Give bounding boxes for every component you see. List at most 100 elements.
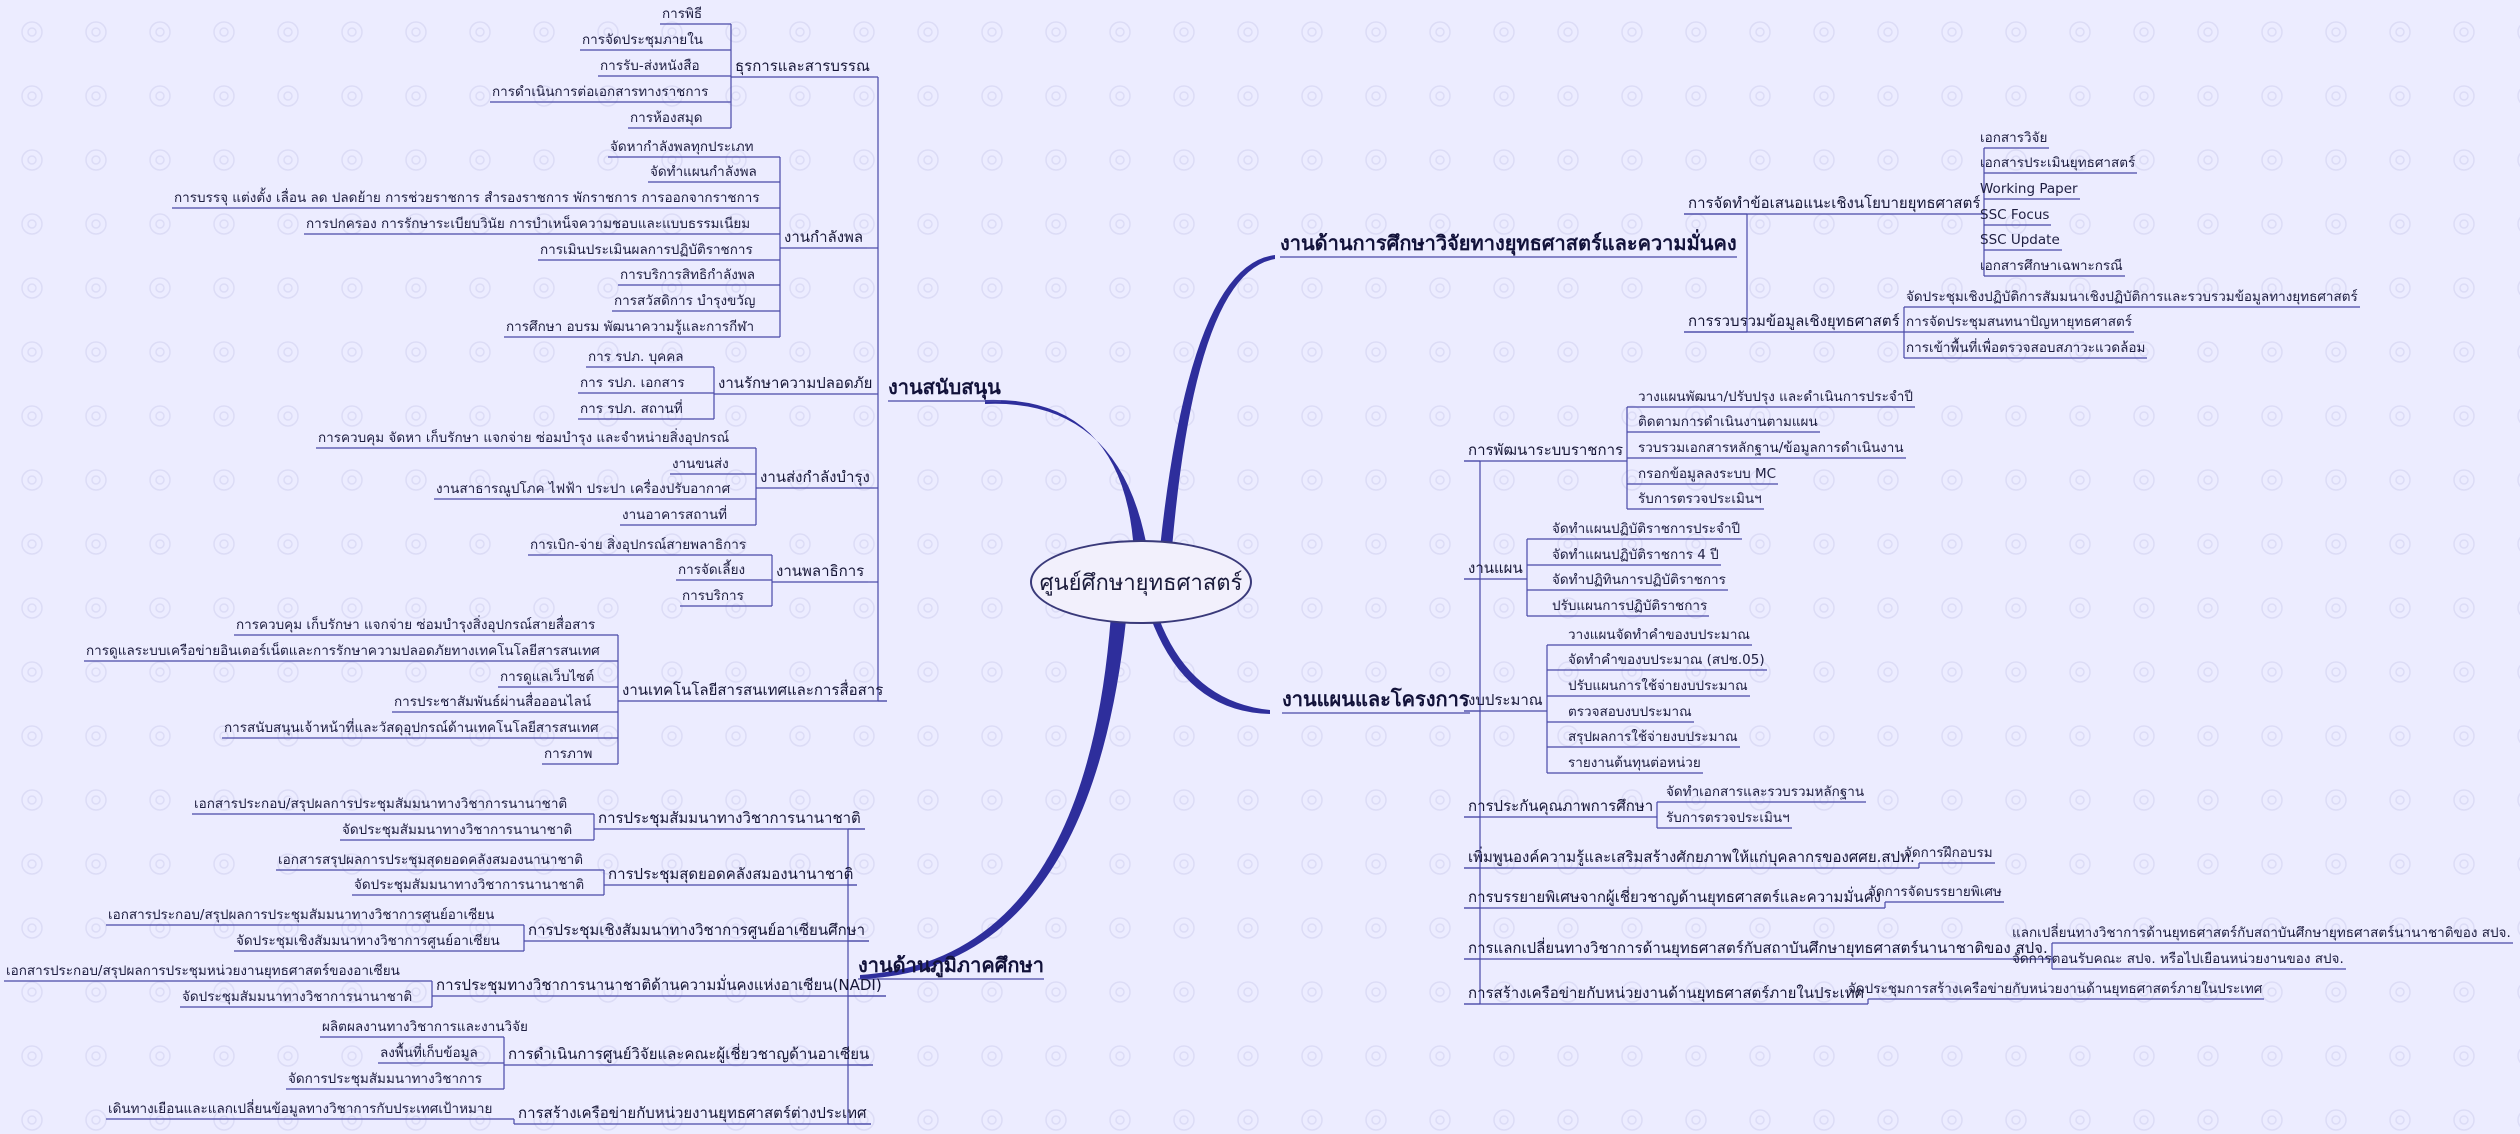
leaf[interactable]: จัดประชุมสัมมนาทางวิชาการนานาชาติ <box>354 877 585 893</box>
leaf[interactable]: เอกสารวิจัย <box>1980 130 2048 146</box>
leaf[interactable]: สรุปผลการใช้จ่ายงบประมาณ <box>1568 729 1738 745</box>
leaf[interactable]: จัดประชุมสัมมนาทางวิชาการนานาชาติ <box>182 989 413 1005</box>
sub-plan[interactable]: งานแผน <box>1468 559 1523 577</box>
leaf[interactable]: การศึกษา อบรม พัฒนาความรู้และการกีฬา <box>506 319 755 335</box>
sub-exchange[interactable]: การแลกเปลี่ยนทางวิชาการด้านยุทธศาสตร์กับ… <box>1468 939 2048 957</box>
leaf[interactable]: SSC Focus <box>1980 207 2050 223</box>
leaf[interactable]: การประชาสัมพันธ์ผ่านสื่อออนไลน์ <box>394 694 592 710</box>
leaf[interactable]: จัดการตอนรับคณะ สปจ. หรือไปเยือนหน่วยงาน… <box>2012 951 2344 967</box>
leaf[interactable]: รวบรวมเอกสารหลักฐาน/ข้อมูลการดำเนินงาน <box>1638 440 1904 456</box>
leaf[interactable]: การห้องสมุด <box>630 110 703 126</box>
sub-data[interactable]: การรวบรวมข้อมูลเชิงยุทธศาสตร์ <box>1688 312 1900 330</box>
leaf[interactable]: เอกสารศึกษาเฉพาะกรณี <box>1980 258 2123 274</box>
leaf[interactable]: เอกสารประกอบ/สรุปผลการประชุมสัมมนาทางวิช… <box>108 907 495 923</box>
leaf[interactable]: การ รปภ. บุคคล <box>588 349 684 365</box>
leaf[interactable]: การพิธี <box>662 6 703 22</box>
leaf[interactable]: จัดหากำลังพลทุกประเภท <box>610 139 754 155</box>
leaf[interactable]: ติดตามการดำเนินงานตามแผน <box>1638 414 1818 430</box>
leaf[interactable]: จัดการจัดบรรยายพิเศษ <box>1868 884 2002 900</box>
sub-regional-4[interactable]: การประชุมทางวิชาการนานาชาติด้านความมั่นค… <box>436 976 882 994</box>
leaf[interactable]: การ รปภ. เอกสาร <box>580 375 685 391</box>
sub-lecture[interactable]: การบรรยายพิเศษจากผู้เชี่ยวชาญด้านยุทธศาส… <box>1468 888 1881 906</box>
leaf[interactable]: จัดทำเอกสารและรวบรวมหลักฐาน <box>1666 784 1865 800</box>
sub-regional-1[interactable]: การประชุมสัมมนาทางวิชาการนานาชาติ <box>598 809 861 827</box>
leaf[interactable]: การสวัสดิการ บำรุงขวัญ <box>614 293 756 309</box>
leaf[interactable]: งานอาคารสถานที่ <box>622 507 728 523</box>
leaf[interactable]: งานขนส่ง <box>672 456 729 472</box>
leaf[interactable]: การเบิก-จ่าย สิ่งอุปกรณ์สายพลาธิการ <box>530 537 747 553</box>
leaf[interactable]: การจัดเลี้ยง <box>678 562 746 578</box>
leaf[interactable]: ลงพื้นที่เก็บข้อมูล <box>380 1045 478 1061</box>
sub-system[interactable]: การพัฒนาระบบราชการ <box>1468 441 1624 459</box>
branch-research[interactable]: งานด้านการศึกษาวิจัยทางยุทธศาสตร์และความ… <box>1280 231 1737 255</box>
leaf[interactable]: การเมินประเมินผลการปฏิบัติราชการ <box>540 242 753 258</box>
leaf[interactable]: การบรรจุ แต่งตั้ง เลื่อน ลด ปลดย้าย การช… <box>174 190 760 206</box>
leaf[interactable]: จัดทำคำของบประมาณ (สปช.05) <box>1568 652 1765 668</box>
leaf[interactable]: วางแผนจัดทำคำของบประมาณ <box>1568 627 1750 643</box>
leaf[interactable]: เดินทางเยือนและแลกเปลี่ยนข้อมูลทางวิชากา… <box>108 1101 493 1117</box>
leaf[interactable]: การควบคุม เก็บรักษา แจกจ่าย ซ่อมบำรุงสิ่… <box>236 617 596 633</box>
leaf[interactable]: การควบคุม จัดหา เก็บรักษา แจกจ่าย ซ่อมบำ… <box>318 430 730 446</box>
sub-regional-3[interactable]: การประชุมเชิงสัมมนาทางวิชาการศูนย์อาเซีย… <box>528 921 865 939</box>
leaf[interactable]: จัดการฝึกอบรม <box>1904 845 1993 861</box>
leaf[interactable]: รับการตรวจประเมินฯ <box>1666 810 1790 826</box>
leaf[interactable]: จัดทำแผนปฏิบัติราชการ 4 ปี <box>1552 547 1719 563</box>
leaf[interactable]: จัดประชุมการสร้างเครือข่ายกับหน่วยงานด้า… <box>1848 981 2263 997</box>
sub-admin[interactable]: ธุรการและสารบรรณ <box>735 57 870 75</box>
sub-network[interactable]: การสร้างเครือข่ายกับหน่วยงานด้านยุทธศาสต… <box>1468 984 1865 1002</box>
leaf[interactable]: รายงานต้นทุนต่อหน่วย <box>1568 755 1701 771</box>
leaf[interactable]: ปรับแผนการปฏิบัติราชการ <box>1552 598 1708 614</box>
leaf[interactable]: Working Paper <box>1980 181 2078 197</box>
central-topic[interactable]: ศูนย์ศึกษายุทธศาสตร์ <box>1030 540 1252 624</box>
sub-policy[interactable]: การจัดทำข้อเสนอแนะเชิงนโยบายยุทธศาสตร์ <box>1688 194 1981 212</box>
leaf[interactable]: การจัดประชุมสนทนาปัญหายุทธศาสตร์ <box>1906 314 2132 330</box>
sub-regional-2[interactable]: การประชุมสุดยอดคลังสมองนานาชาติ <box>608 865 854 883</box>
leaf[interactable]: การจัดประชุมภายใน <box>582 32 704 48</box>
leaf[interactable]: แลกเปลี่ยนทางวิชาการด้านยุทธศาสตร์กับสถา… <box>2012 925 2511 941</box>
leaf[interactable]: การดำเนินการต่อเอกสารทางราชการ <box>492 84 709 100</box>
leaf[interactable]: การปกครอง การรักษาระเบียบวินัย การบำเหน็… <box>306 216 751 232</box>
branch-plans[interactable]: งานแผนและโครงการ <box>1282 687 1470 711</box>
sub-ceremony[interactable]: งานพลาธิการ <box>776 562 865 580</box>
leaf[interactable]: การดูแลระบบเครือข่ายอินเตอร์เน็ตและการรั… <box>86 643 600 659</box>
leaf[interactable]: จัดทำแผนกำลังพล <box>650 164 757 180</box>
leaf[interactable]: จัดการประชุมสัมมนาทางวิชาการ <box>288 1071 483 1087</box>
sub-training[interactable]: เพิ่มพูนองค์ความรู้และเสริมสร้างศักยภาพใ… <box>1468 848 1915 866</box>
sub-it[interactable]: งานเทคโนโลยีสารสนเทศและการสื่อสาร <box>622 681 884 699</box>
leaf[interactable]: เอกสารสรุปผลการประชุมสุดยอดคลังสมองนานาช… <box>278 852 584 868</box>
sub-qa[interactable]: การประกันคุณภาพการศึกษา <box>1468 797 1654 815</box>
leaf[interactable]: เอกสารประกอบ/สรุปผลการประชุมสัมมนาทางวิช… <box>194 796 568 812</box>
sub-regional-6[interactable]: การสร้างเครือข่ายกับหน่วยงานยุทธศาสตร์ต่… <box>518 1104 867 1122</box>
leaf[interactable]: รับการตรวจประเมินฯ <box>1638 491 1762 507</box>
leaf[interactable]: การสนับสนุนเจ้าหน้าที่และวัสดุอุปกรณ์ด้า… <box>224 720 599 736</box>
sub-personnel[interactable]: งานกำลังพล <box>784 228 864 246</box>
leaf[interactable]: การดูแลเว็บไซต์ <box>500 669 595 685</box>
leaf[interactable]: กรอกข้อมูลลงระบบ MC <box>1638 466 1777 482</box>
leaf[interactable]: การภาพ <box>544 746 593 762</box>
sub-security[interactable]: งานรักษาความปลอดภัย <box>718 374 873 392</box>
leaf[interactable]: วางแผนพัฒนา/ปรับปรุง และดำเนินการประจำปี <box>1638 389 1913 405</box>
sub-logistics[interactable]: งานส่งกำลังบำรุง <box>760 468 870 486</box>
leaf[interactable]: การเข้าพื้นที่เพื่อตรวจสอบสภาวะแวดล้อม <box>1906 340 2146 356</box>
leaf[interactable]: SSC Update <box>1980 232 2060 248</box>
sub-budget[interactable]: งบประมาณ <box>1468 691 1543 709</box>
branch-support[interactable]: งานสนับสนุน <box>888 375 1001 399</box>
leaf[interactable]: ปรับแผนการใช้จ่ายงบประมาณ <box>1568 678 1748 694</box>
leaf[interactable]: จัดทำปฏิทินการปฏิบัติราชการ <box>1552 572 1726 588</box>
leaf[interactable]: งานสาธารณูปโภค ไฟฟ้า ประปา เครื่องปรับอา… <box>436 481 731 497</box>
sub-regional-5[interactable]: การดำเนินการศูนย์วิจัยและคณะผู้เชี่ยวชาญ… <box>508 1045 870 1063</box>
leaf[interactable]: จัดทำแผนปฏิบัติราชการประจำปี <box>1552 521 1741 537</box>
leaf[interactable]: การรับ-ส่งหนังสือ <box>600 58 700 74</box>
leaf[interactable]: จัดประชุมเชิงปฏิบัติการสัมมนาเชิงปฏิบัติ… <box>1906 289 2358 305</box>
leaf[interactable]: การ รปภ. สถานที่ <box>580 401 683 417</box>
leaf[interactable]: จัดประชุมสัมมนาทางวิชาการนานาชาติ <box>342 822 573 838</box>
branch-regional[interactable]: งานด้านภูมิภาคศึกษา <box>858 953 1044 977</box>
leaf[interactable]: การบริการ <box>682 588 744 604</box>
leaf[interactable]: ตรวจสอบงบประมาณ <box>1568 704 1692 720</box>
leaf[interactable]: ผลิตผลงานทางวิชาการและงานวิจัย <box>322 1019 528 1035</box>
leaf[interactable]: จัดประชุมเชิงสัมมนาทางวิชาการศูนย์อาเซีย… <box>236 933 500 949</box>
leaf[interactable]: การบริการสิทธิกำลังพล <box>620 267 755 283</box>
leaf[interactable]: เอกสารประเมินยุทธศาสตร์ <box>1980 155 2136 171</box>
leaf[interactable]: เอกสารประกอบ/สรุปผลการประชุมหน่วยงานยุทธ… <box>6 963 400 979</box>
